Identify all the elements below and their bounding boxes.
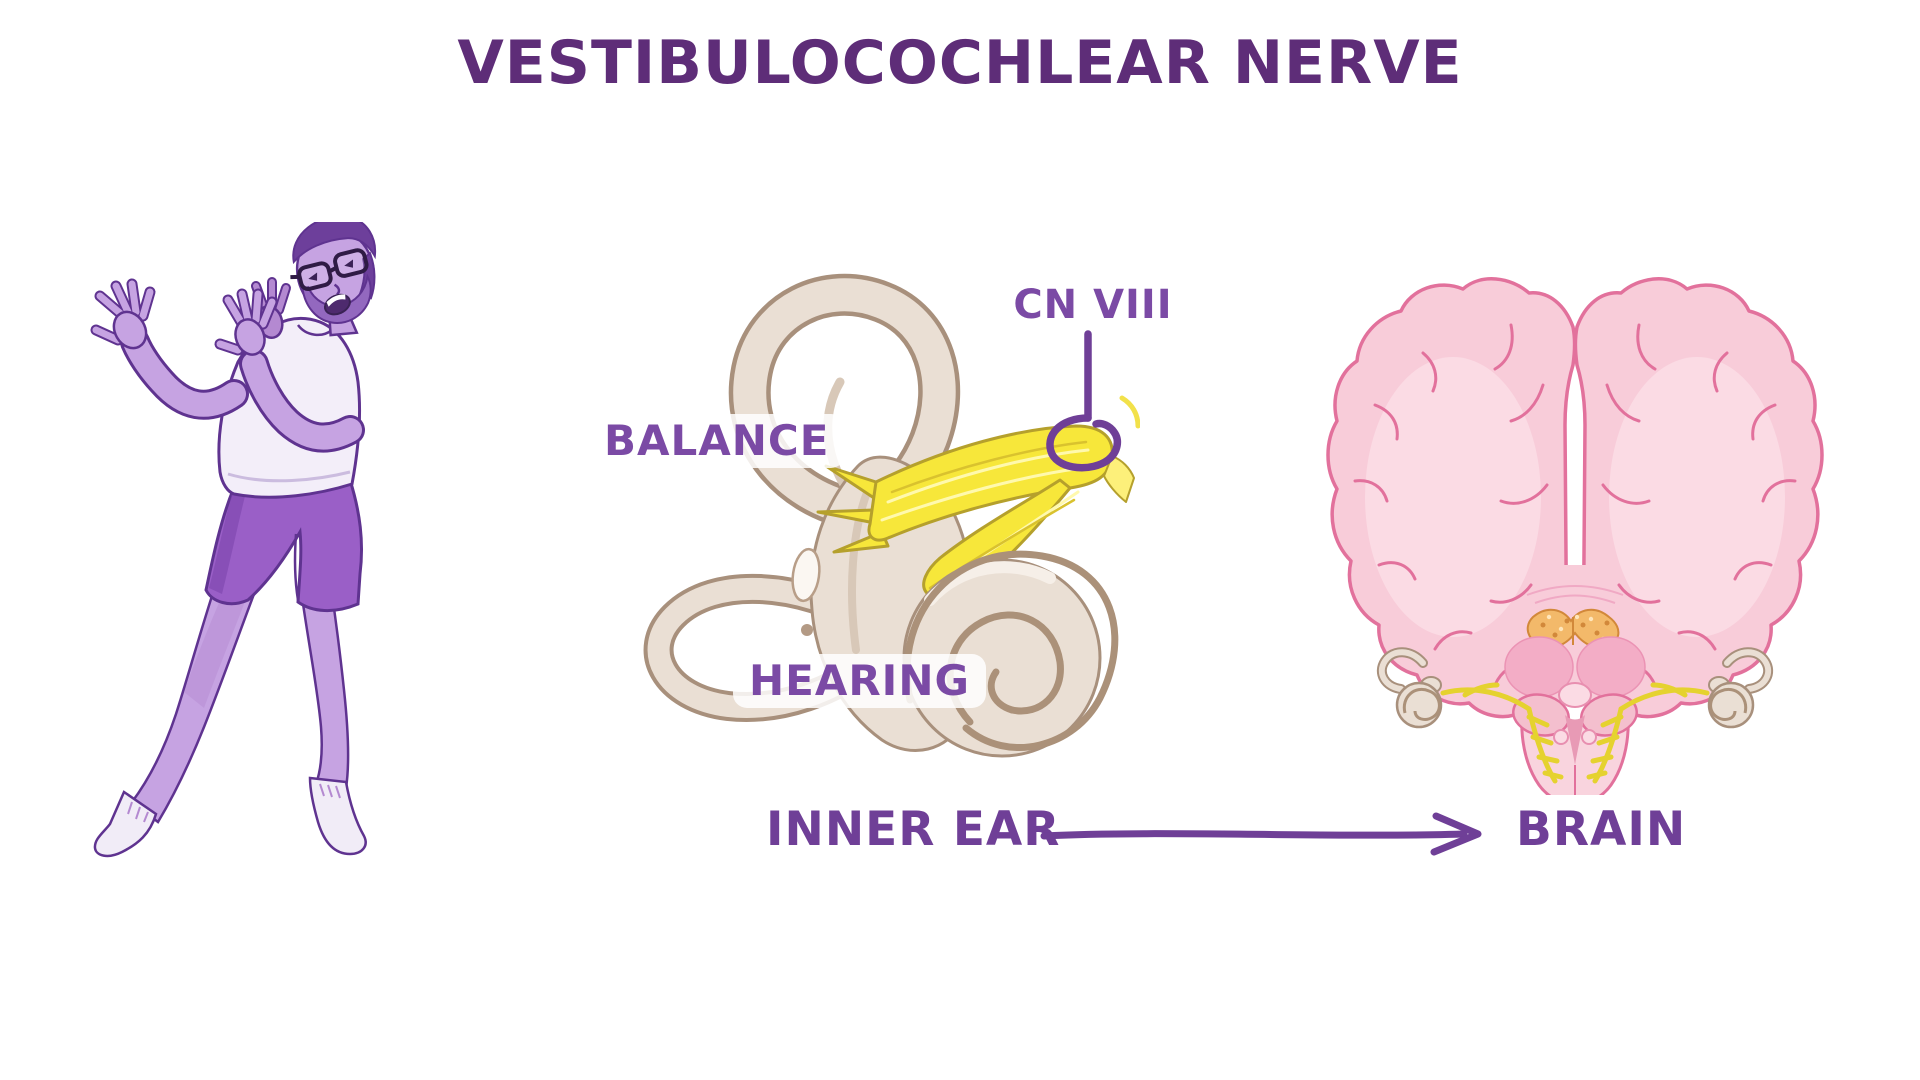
brain-caption: BRAIN — [1516, 802, 1687, 857]
hearing-label: HEARING — [733, 654, 986, 709]
inner-ear-illustration — [643, 273, 1140, 758]
man-hair — [292, 222, 377, 265]
page-title: VESTIBULOCOCHLEAR NERVE — [457, 28, 1463, 98]
man-head — [290, 222, 377, 337]
thalamus — [1504, 636, 1646, 698]
inner-ear-caption: INNER EAR — [766, 802, 1061, 857]
man-shorts — [204, 478, 363, 613]
brain-illustration — [1326, 277, 1824, 795]
corpus-callosum — [1526, 585, 1624, 604]
brainstem — [1512, 682, 1638, 795]
balance-label: BALANCE — [588, 414, 846, 469]
man-far-arm — [90, 278, 249, 420]
man-legs — [130, 572, 350, 824]
cn-viii-label: CN VIII — [1013, 282, 1173, 328]
dancing-man-illustration — [90, 222, 377, 858]
cn-viii-pointer — [1046, 330, 1140, 472]
man-near-arm — [214, 277, 365, 453]
man-socks — [93, 776, 367, 858]
right-arrow-icon — [1040, 812, 1482, 856]
